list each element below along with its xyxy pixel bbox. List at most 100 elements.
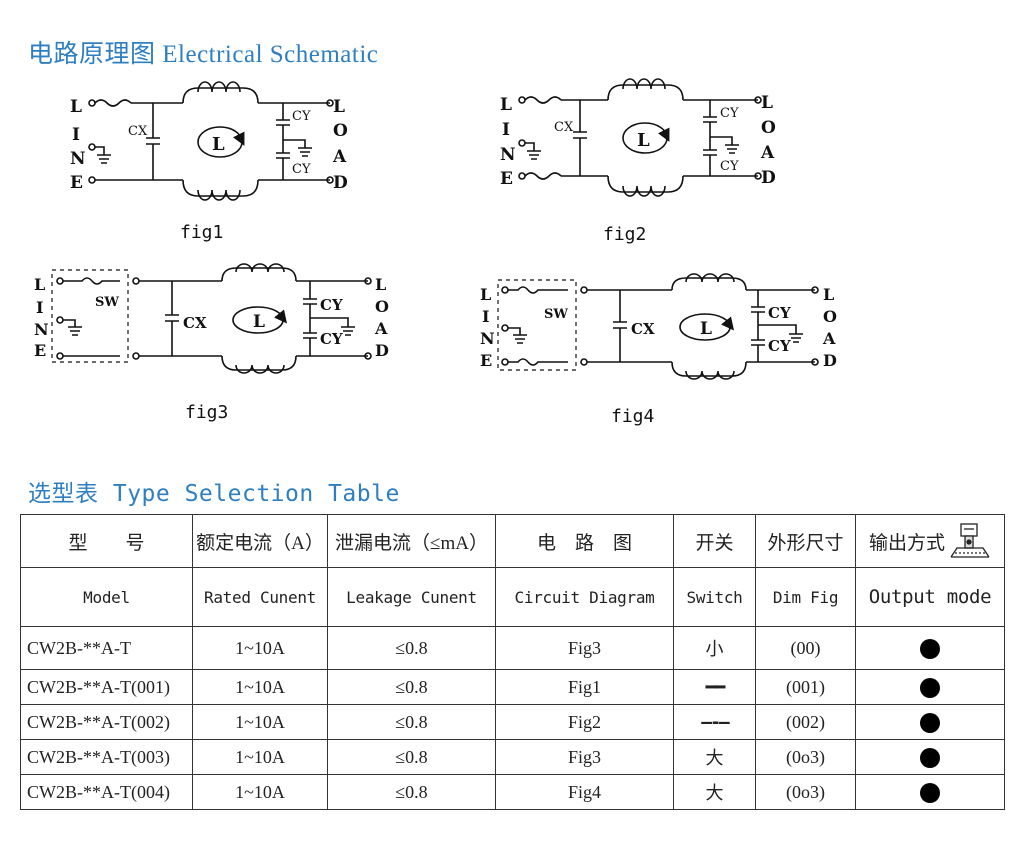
fig4-cy-top-label: CY xyxy=(768,304,791,322)
leakage-cell: ≤0.8 xyxy=(327,774,496,810)
fig3-load-letter: O xyxy=(375,297,389,316)
fig3-caption: fig3 xyxy=(185,402,229,423)
fig4-line-letter: E xyxy=(480,351,492,370)
header-cell: 额定电流（A） xyxy=(192,514,328,568)
fig4-load-letter: A xyxy=(822,329,836,348)
model-cell: CW2B-**A-T(003) xyxy=(20,739,193,775)
fig4-sw-label: SW xyxy=(544,307,568,322)
model-cell: CW2B-**A-T xyxy=(20,626,193,670)
fig1-cy-bottom-label: CY xyxy=(292,162,311,177)
fig1-load-letter: A xyxy=(332,147,347,167)
header-cell: 开关 xyxy=(673,514,756,568)
fig2-line-letter: E xyxy=(500,169,513,189)
table-row: CW2B-**A-T(003) 1~10A ≤0.8 Fig3 大 (0o3) xyxy=(20,739,1005,775)
terminal-connector-icon xyxy=(950,523,990,558)
fig2-line-letter: L xyxy=(500,95,512,115)
fig2-line-letter: N xyxy=(500,145,516,165)
circuit-cell: Fig3 xyxy=(495,626,674,670)
fig2-load-letter: A xyxy=(760,143,775,163)
model-cell: CW2B-**A-T(001) xyxy=(20,669,193,705)
fig3-load-letter: L xyxy=(375,275,386,294)
output-dot-icon xyxy=(920,782,940,803)
table-row: CW2B-**A-T(002) 1~10A ≤0.8 Fig2 —-– (002… xyxy=(20,704,1005,740)
table-row: CW2B-**A-T(004) 1~10A ≤0.8 Fig4 大 (0o3) xyxy=(20,774,1005,810)
fig3-load-letter: D xyxy=(375,341,389,360)
output-dot-icon xyxy=(920,677,940,698)
dim-cell: (0o3) xyxy=(755,739,856,775)
fig3-inductor-label: L xyxy=(253,312,265,332)
type-selection-table: 型 号 额定电流（A） 泄漏电流（≤mA） 电 路 图 开关 外形尺寸 输出方式… xyxy=(20,514,1005,810)
fig2-load-letter: O xyxy=(761,118,776,138)
fig3-line-letter: L xyxy=(34,275,45,294)
fig1-load-letter: L xyxy=(333,97,345,117)
model-cell: CW2B-**A-T(002) xyxy=(20,704,193,740)
fig1-diagram: L I N E L O A D CX L CY CY xyxy=(70,81,348,201)
rated-cell: 1~10A xyxy=(192,774,328,810)
fig3-line-letter: I xyxy=(36,298,43,317)
dim-cell: (0o3) xyxy=(755,774,856,810)
fig1-load-letter: O xyxy=(333,121,348,141)
switch-cell: 小 xyxy=(673,626,756,670)
fig4-line-letter: I xyxy=(482,307,489,326)
fig4-inductor-label: L xyxy=(700,319,712,339)
fig4-load-letter: L xyxy=(823,285,834,304)
output-cell xyxy=(855,669,1005,705)
leakage-cell: ≤0.8 xyxy=(327,739,496,775)
circuit-cell: Fig1 xyxy=(495,669,674,705)
fig3-line-letter: E xyxy=(34,341,46,360)
switch-cell: —-– xyxy=(673,704,756,740)
fig2-load-letter: L xyxy=(761,93,773,113)
fig1-line-letter: L xyxy=(70,97,82,117)
fig1-load-letter: D xyxy=(333,173,348,193)
table-header-en: Model Rated Cunent Leakage Cunent Circui… xyxy=(20,567,1005,627)
fig2-load-letter: D xyxy=(761,168,776,188)
fig1-line-letter: I xyxy=(72,125,80,145)
fig2-caption: fig2 xyxy=(603,224,647,245)
rated-cell: 1~10A xyxy=(192,669,328,705)
schematic-title: 电路原理图 Electrical Schematic xyxy=(28,41,379,68)
fig4-cy-bottom-label: CY xyxy=(768,337,791,355)
circuit-cell: Fig2 xyxy=(495,704,674,740)
header-cell: Circuit Diagram xyxy=(495,567,674,627)
fig4-load-letter: D xyxy=(823,351,837,370)
circuit-cell: Fig3 xyxy=(495,739,674,775)
fig3-line-letter: N xyxy=(34,320,49,339)
table-header-cn: 型 号 额定电流（A） 泄漏电流（≤mA） 电 路 图 开关 外形尺寸 输出方式 xyxy=(20,514,1005,568)
schematic-diagrams: L I N E L O A D CX L CY CY L I xyxy=(34,78,837,380)
header-cell: Output mode xyxy=(855,567,1005,627)
fig3-sw-label: SW xyxy=(95,295,119,310)
dim-cell: (00) xyxy=(755,626,856,670)
output-cell xyxy=(855,774,1005,810)
fig4-cx-label: CX xyxy=(631,320,655,338)
fig3-diagram: L I N E L O A D SW CX L CY CY xyxy=(34,263,389,374)
header-cell: 电 路 图 xyxy=(495,514,674,568)
output-cell xyxy=(855,626,1005,670)
dim-cell: (001) xyxy=(755,669,856,705)
fig4-line-letter: N xyxy=(480,329,495,348)
output-cell xyxy=(855,739,1005,775)
rated-cell: 1~10A xyxy=(192,739,328,775)
circuit-cell: Fig4 xyxy=(495,774,674,810)
header-cell: Leakage Cunent xyxy=(327,567,496,627)
fig4-line-letter: L xyxy=(480,285,491,304)
fig2-cy-top-label: CY xyxy=(720,106,739,121)
switch-cell: 大 xyxy=(673,739,756,775)
leakage-cell: ≤0.8 xyxy=(327,704,496,740)
fig4-caption: fig4 xyxy=(611,406,655,427)
fig2-cx-label: CX xyxy=(554,120,574,135)
header-cell: Rated Cunent xyxy=(192,567,328,627)
header-cell: 型 号 xyxy=(20,514,193,568)
switch-cell: 大 xyxy=(673,774,756,810)
model-cell: CW2B-**A-T(004) xyxy=(20,774,193,810)
table-row: CW2B-**A-T 1~10A ≤0.8 Fig3 小 (00) xyxy=(20,626,1005,670)
table-row: CW2B-**A-T(001) 1~10A ≤0.8 Fig1 ━━ (001) xyxy=(20,669,1005,705)
leakage-cell: ≤0.8 xyxy=(327,626,496,670)
leakage-cell: ≤0.8 xyxy=(327,669,496,705)
rated-cell: 1~10A xyxy=(192,626,328,670)
header-cell: Model xyxy=(20,567,193,627)
header-cell: Switch xyxy=(673,567,756,627)
output-dot-icon xyxy=(920,712,940,733)
header-cell: 泄漏电流（≤mA） xyxy=(327,514,496,568)
fig2-inductor-label: L xyxy=(637,130,650,151)
fig3-cx-label: CX xyxy=(183,314,207,332)
